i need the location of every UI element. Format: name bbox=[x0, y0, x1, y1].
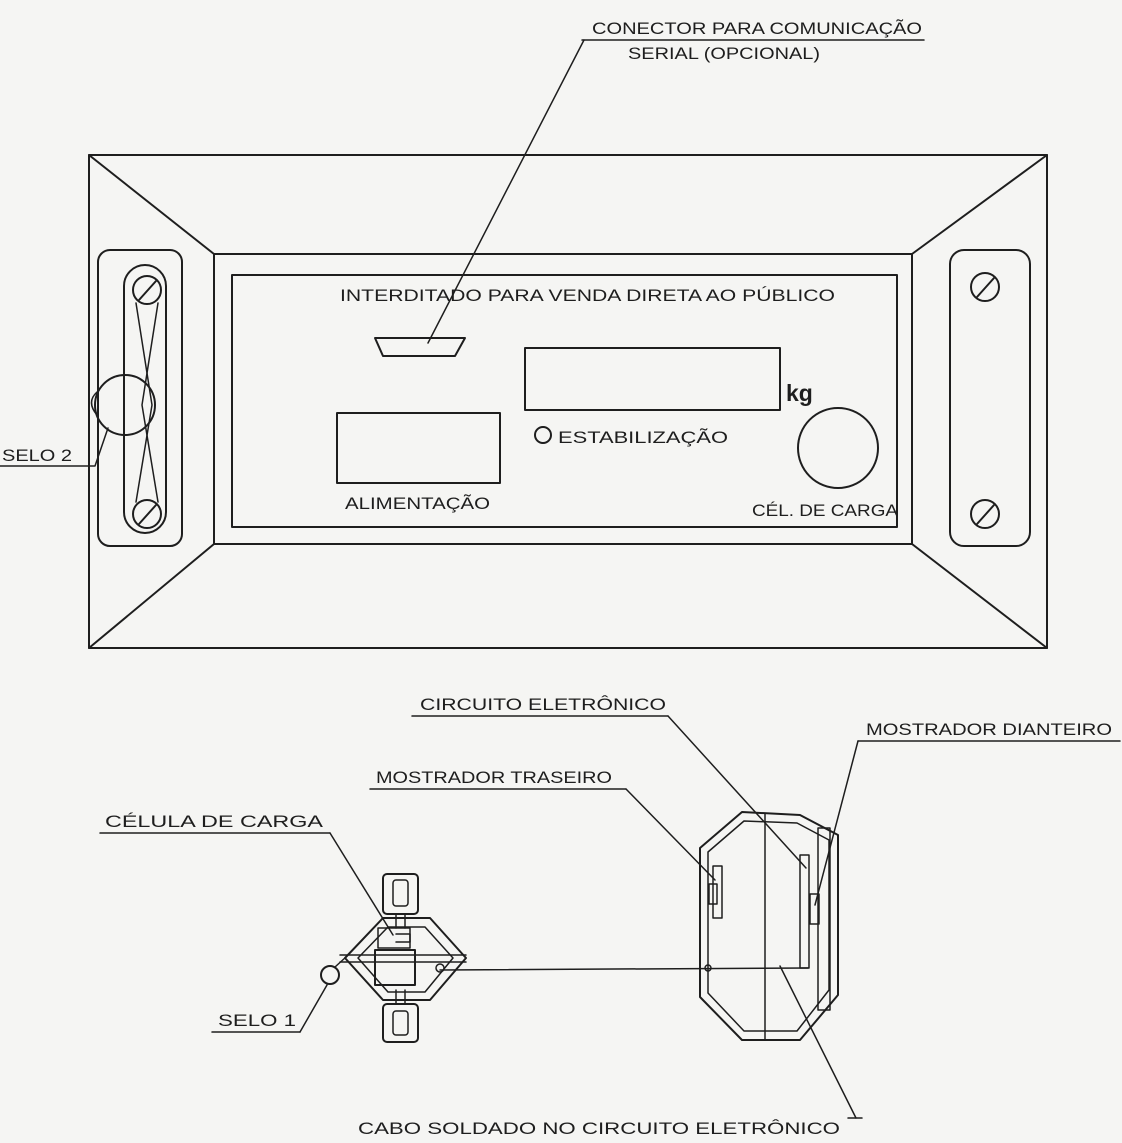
bezel-diagonal-top-right bbox=[911, 154, 1048, 255]
seal-wire-right bbox=[141, 302, 159, 503]
seal-2-label: SELO 2 bbox=[2, 446, 72, 465]
stabilization-label: ESTABILIZAÇÃO bbox=[558, 428, 728, 447]
load-cell-assembly bbox=[320, 873, 467, 1043]
seal-1-leader bbox=[299, 984, 328, 1033]
top-left-screw-icon bbox=[132, 275, 162, 305]
top-shackle bbox=[382, 873, 419, 915]
bezel-diagonal-top-left bbox=[88, 154, 215, 255]
top-right-screw-icon bbox=[970, 272, 1000, 302]
serial-connector-leader bbox=[427, 39, 585, 344]
right-bracket-plate bbox=[949, 249, 1031, 547]
seal-1-icon bbox=[320, 965, 340, 985]
notice-text: INTERDITADO PARA VENDA DIRETA AO PÚBLICO bbox=[340, 286, 835, 305]
electronic-circuit-label: CIRCUITO ELETRÔNICO bbox=[420, 695, 666, 714]
housing-inner-contour bbox=[707, 820, 830, 1032]
front-panel-plate bbox=[231, 274, 898, 528]
cable-leader bbox=[779, 965, 857, 1119]
front-display-board bbox=[799, 854, 810, 969]
serial-connector-callout: CONECTOR PARA COMUNICAÇÃO SERIAL (OPCION… bbox=[427, 19, 925, 344]
unit-label: kg bbox=[786, 380, 813, 406]
weight-display-window bbox=[524, 347, 781, 411]
housing-outer-contour bbox=[699, 811, 839, 1041]
outer-housing bbox=[88, 154, 1048, 649]
left-bracket-plate bbox=[97, 249, 183, 547]
inner-bezel bbox=[213, 253, 913, 545]
seal-1-label: SELO 1 bbox=[218, 1011, 296, 1030]
power-label: ALIMENTAÇÃO bbox=[345, 494, 490, 513]
bottom-shackle-slot bbox=[392, 1010, 409, 1036]
bottom-shackle bbox=[382, 1003, 419, 1043]
bottom-right-screw-slot bbox=[976, 504, 995, 525]
indicator-front-view: INTERDITADO PARA VENDA DIRETA AO PÚBLICO… bbox=[0, 154, 1048, 649]
front-display-module bbox=[809, 893, 820, 925]
front-display-leader bbox=[814, 740, 859, 906]
left-mounting-bracket bbox=[90, 249, 183, 547]
cable-label: CABO SOLDADO NO CIRCUITO ELETRÔNICO bbox=[358, 1119, 840, 1138]
load-cell-upper-notch bbox=[395, 933, 411, 943]
bezel-diagonal-bottom-right bbox=[911, 543, 1048, 649]
seal-1-wire bbox=[334, 956, 347, 968]
top-left-screw-slot bbox=[138, 280, 157, 301]
cable-gland bbox=[435, 963, 445, 973]
serial-optional-label: SERIAL (OPCIONAL) bbox=[628, 44, 820, 63]
front-display-label: MOSTRADOR DIANTEIRO bbox=[866, 720, 1112, 739]
bottom-right-screw-icon bbox=[970, 499, 1000, 529]
left-bracket-slot bbox=[123, 264, 167, 534]
rear-display-label: MOSTRADOR TRASEIRO bbox=[376, 768, 612, 787]
load-cell-body bbox=[374, 949, 416, 986]
rear-display-board bbox=[712, 865, 723, 919]
load-cell-connector bbox=[797, 407, 879, 489]
load-cell-frame-outer bbox=[344, 917, 467, 1001]
seal-2-loop bbox=[90, 391, 98, 416]
rear-display-module bbox=[708, 883, 718, 905]
front-panel-face bbox=[817, 827, 831, 1011]
bottom-left-screw-icon bbox=[132, 499, 162, 529]
load-cell-frame-inner bbox=[357, 926, 454, 993]
seal-2-leader bbox=[0, 427, 109, 467]
top-right-screw-slot bbox=[976, 277, 995, 298]
electronic-circuit-leader bbox=[667, 715, 807, 869]
indicator-side-view: CIRCUITO ELETRÔNICO MOSTRADOR DIANTEIRO … bbox=[99, 695, 1121, 1138]
serial-connector-port bbox=[374, 337, 466, 357]
top-shackle-slot bbox=[392, 879, 409, 907]
soldered-cable bbox=[439, 967, 809, 971]
stabilization-led-icon bbox=[534, 426, 552, 444]
load-cell-connector-label: CÉL. DE CARGA bbox=[752, 501, 899, 520]
bezel-diagonal-bottom-left bbox=[88, 543, 215, 649]
serial-connector-label: CONECTOR PARA COMUNICAÇÃO bbox=[592, 19, 922, 38]
power-inlet-box bbox=[336, 412, 501, 484]
indicator-housing-profile bbox=[699, 811, 839, 1041]
seal-2-icon bbox=[94, 374, 156, 436]
load-cell-label: CÉLULA DE CARGA bbox=[105, 812, 324, 831]
rear-display-leader bbox=[625, 788, 716, 881]
bottom-left-screw-slot bbox=[138, 504, 157, 525]
right-mounting-bracket bbox=[949, 249, 1031, 547]
seal-wire-left bbox=[135, 302, 153, 503]
load-cell-upper-block bbox=[377, 927, 411, 949]
